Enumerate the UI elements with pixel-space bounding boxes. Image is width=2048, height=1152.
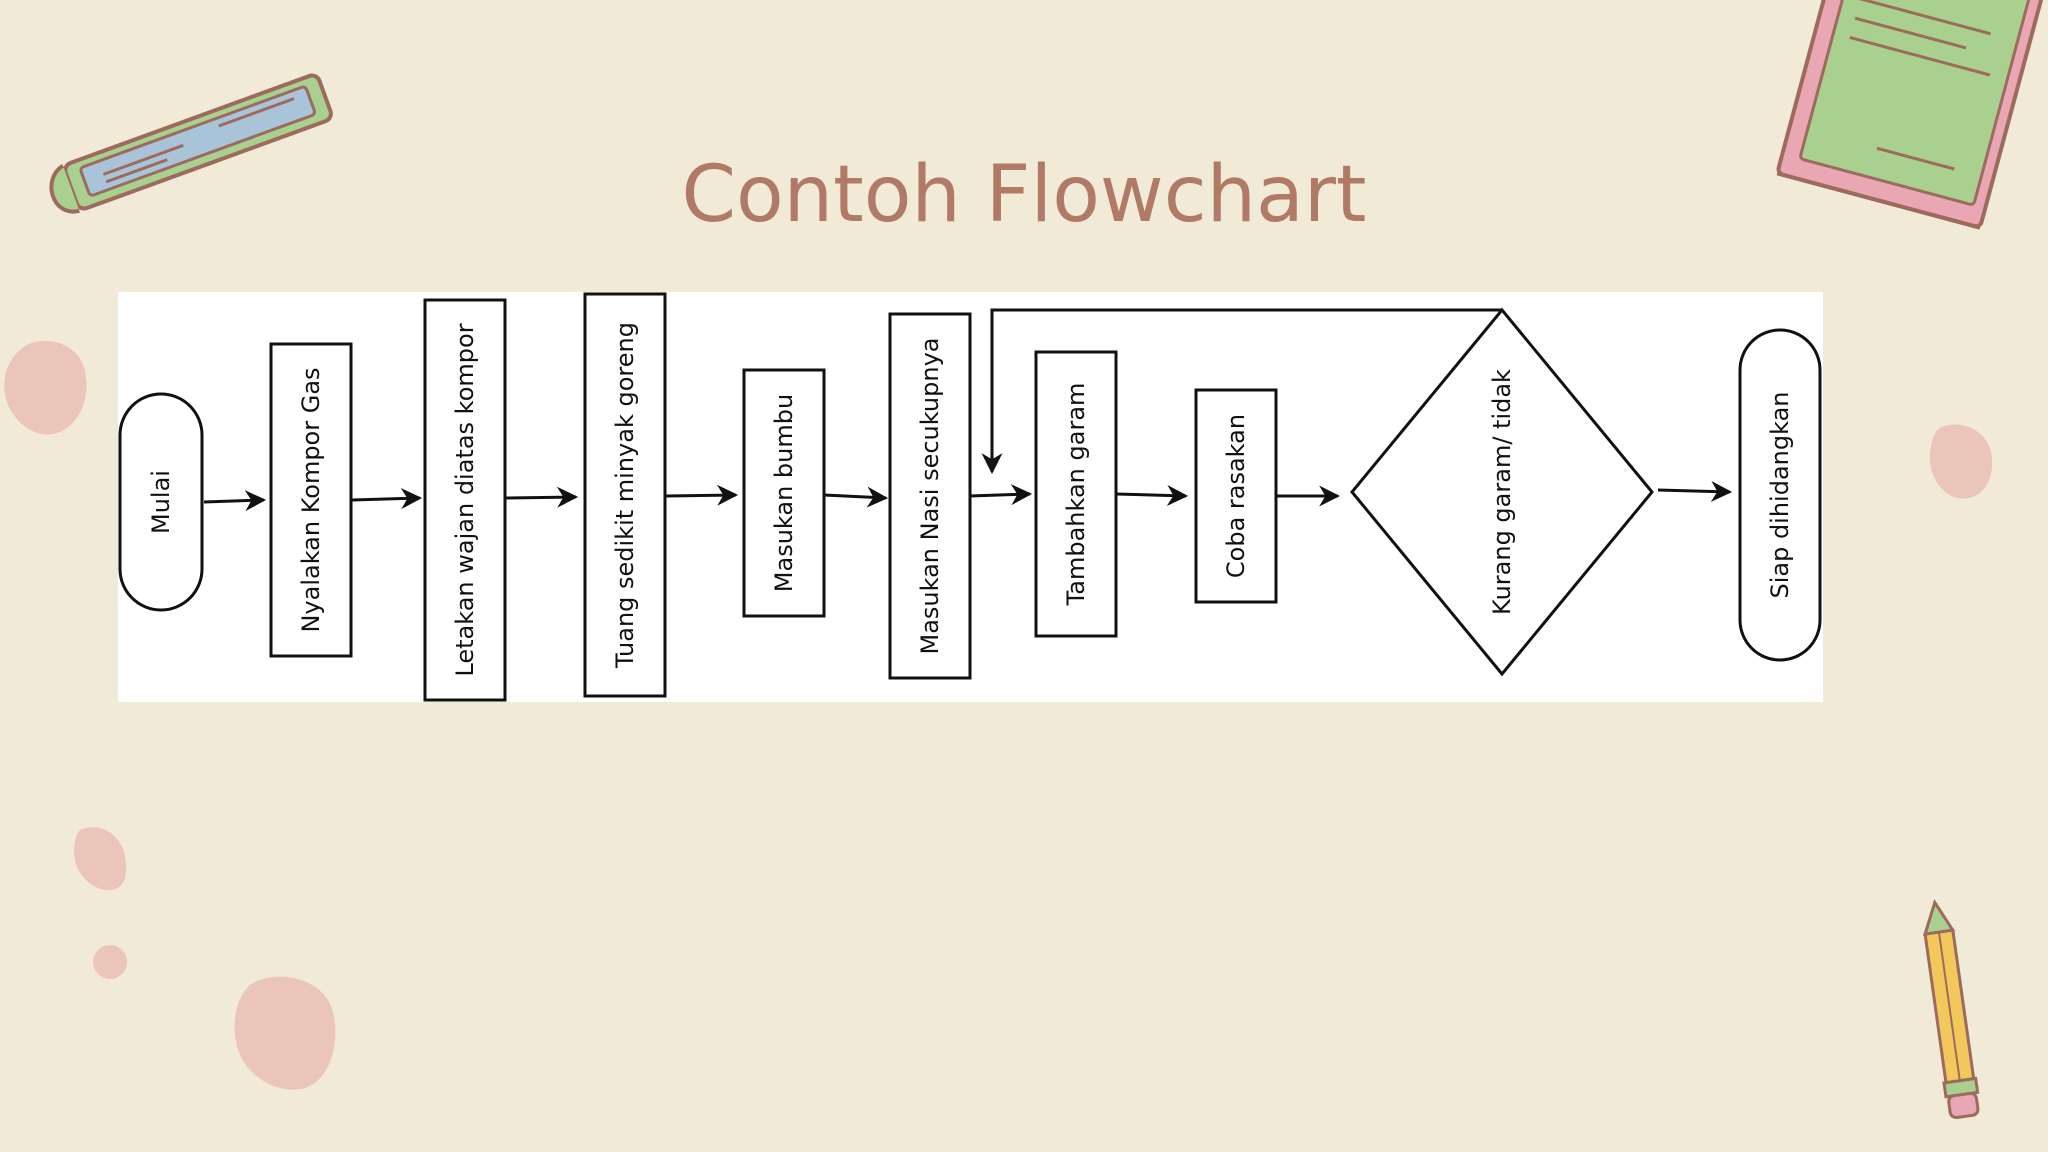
edge-kurang-siap	[1657, 480, 1733, 502]
edge-tuang-bumbu	[665, 484, 739, 506]
node-nasi	[888, 312, 972, 680]
blob-left-bottom	[234, 976, 336, 1090]
node-label-kurang: Kurang garam/ tidak	[1488, 369, 1516, 615]
edge-mulai-nyalakan	[203, 490, 267, 512]
edge-nasi-garam	[969, 484, 1033, 506]
node-label-nyalakan: Nyalakan Kompor Gas	[297, 367, 325, 633]
edge-nyalakan-letakan	[351, 488, 423, 510]
node-label-bumbu: Masukan bumbu	[770, 393, 798, 593]
node-label-siap: Siap dihidangkan	[1766, 391, 1794, 599]
node-label-coba: Coba rasakan	[1222, 413, 1250, 579]
node-siap	[1738, 328, 1822, 662]
book-icon	[49, 73, 333, 214]
edge-letakan-tuang	[505, 486, 579, 508]
node-letakan	[423, 298, 507, 702]
node-label-letakan: Letakan wajan diatas kompor	[451, 323, 479, 677]
node-nyalakan	[269, 342, 353, 658]
node-label-mulai: Mulai	[147, 470, 175, 534]
blob-right	[1929, 424, 1993, 499]
blob-left-dot	[93, 945, 127, 979]
book-icon	[1776, 0, 2043, 230]
blob-left-mid	[74, 827, 127, 891]
node-coba	[1194, 388, 1278, 604]
flowchart-panel: Mulai Nyalakan Kompor Gas Letakan wajan …	[118, 292, 1823, 702]
node-label-nasi: Masukan Nasi secukupnya	[916, 337, 944, 655]
paint-blobs	[4, 340, 1993, 1090]
node-mulai	[118, 392, 204, 612]
edge-bumbu-nasi	[823, 486, 889, 508]
blob-left-top	[4, 340, 87, 435]
node-garam	[1034, 350, 1118, 638]
node-tuang	[583, 292, 667, 698]
edge-kurang-loop	[981, 308, 1502, 475]
pencil-icon	[1922, 898, 1980, 1120]
slide-title: Contoh Flowchart	[681, 150, 1367, 241]
edge-garam-coba	[1115, 484, 1189, 506]
flowchart-svg	[118, 292, 1822, 702]
node-label-tuang: Tuang sedikit minyak goreng	[611, 322, 639, 668]
node-label-garam: Tambahkan garam	[1062, 382, 1090, 606]
node-bumbu	[742, 368, 826, 618]
node-kurang	[1350, 307, 1654, 677]
